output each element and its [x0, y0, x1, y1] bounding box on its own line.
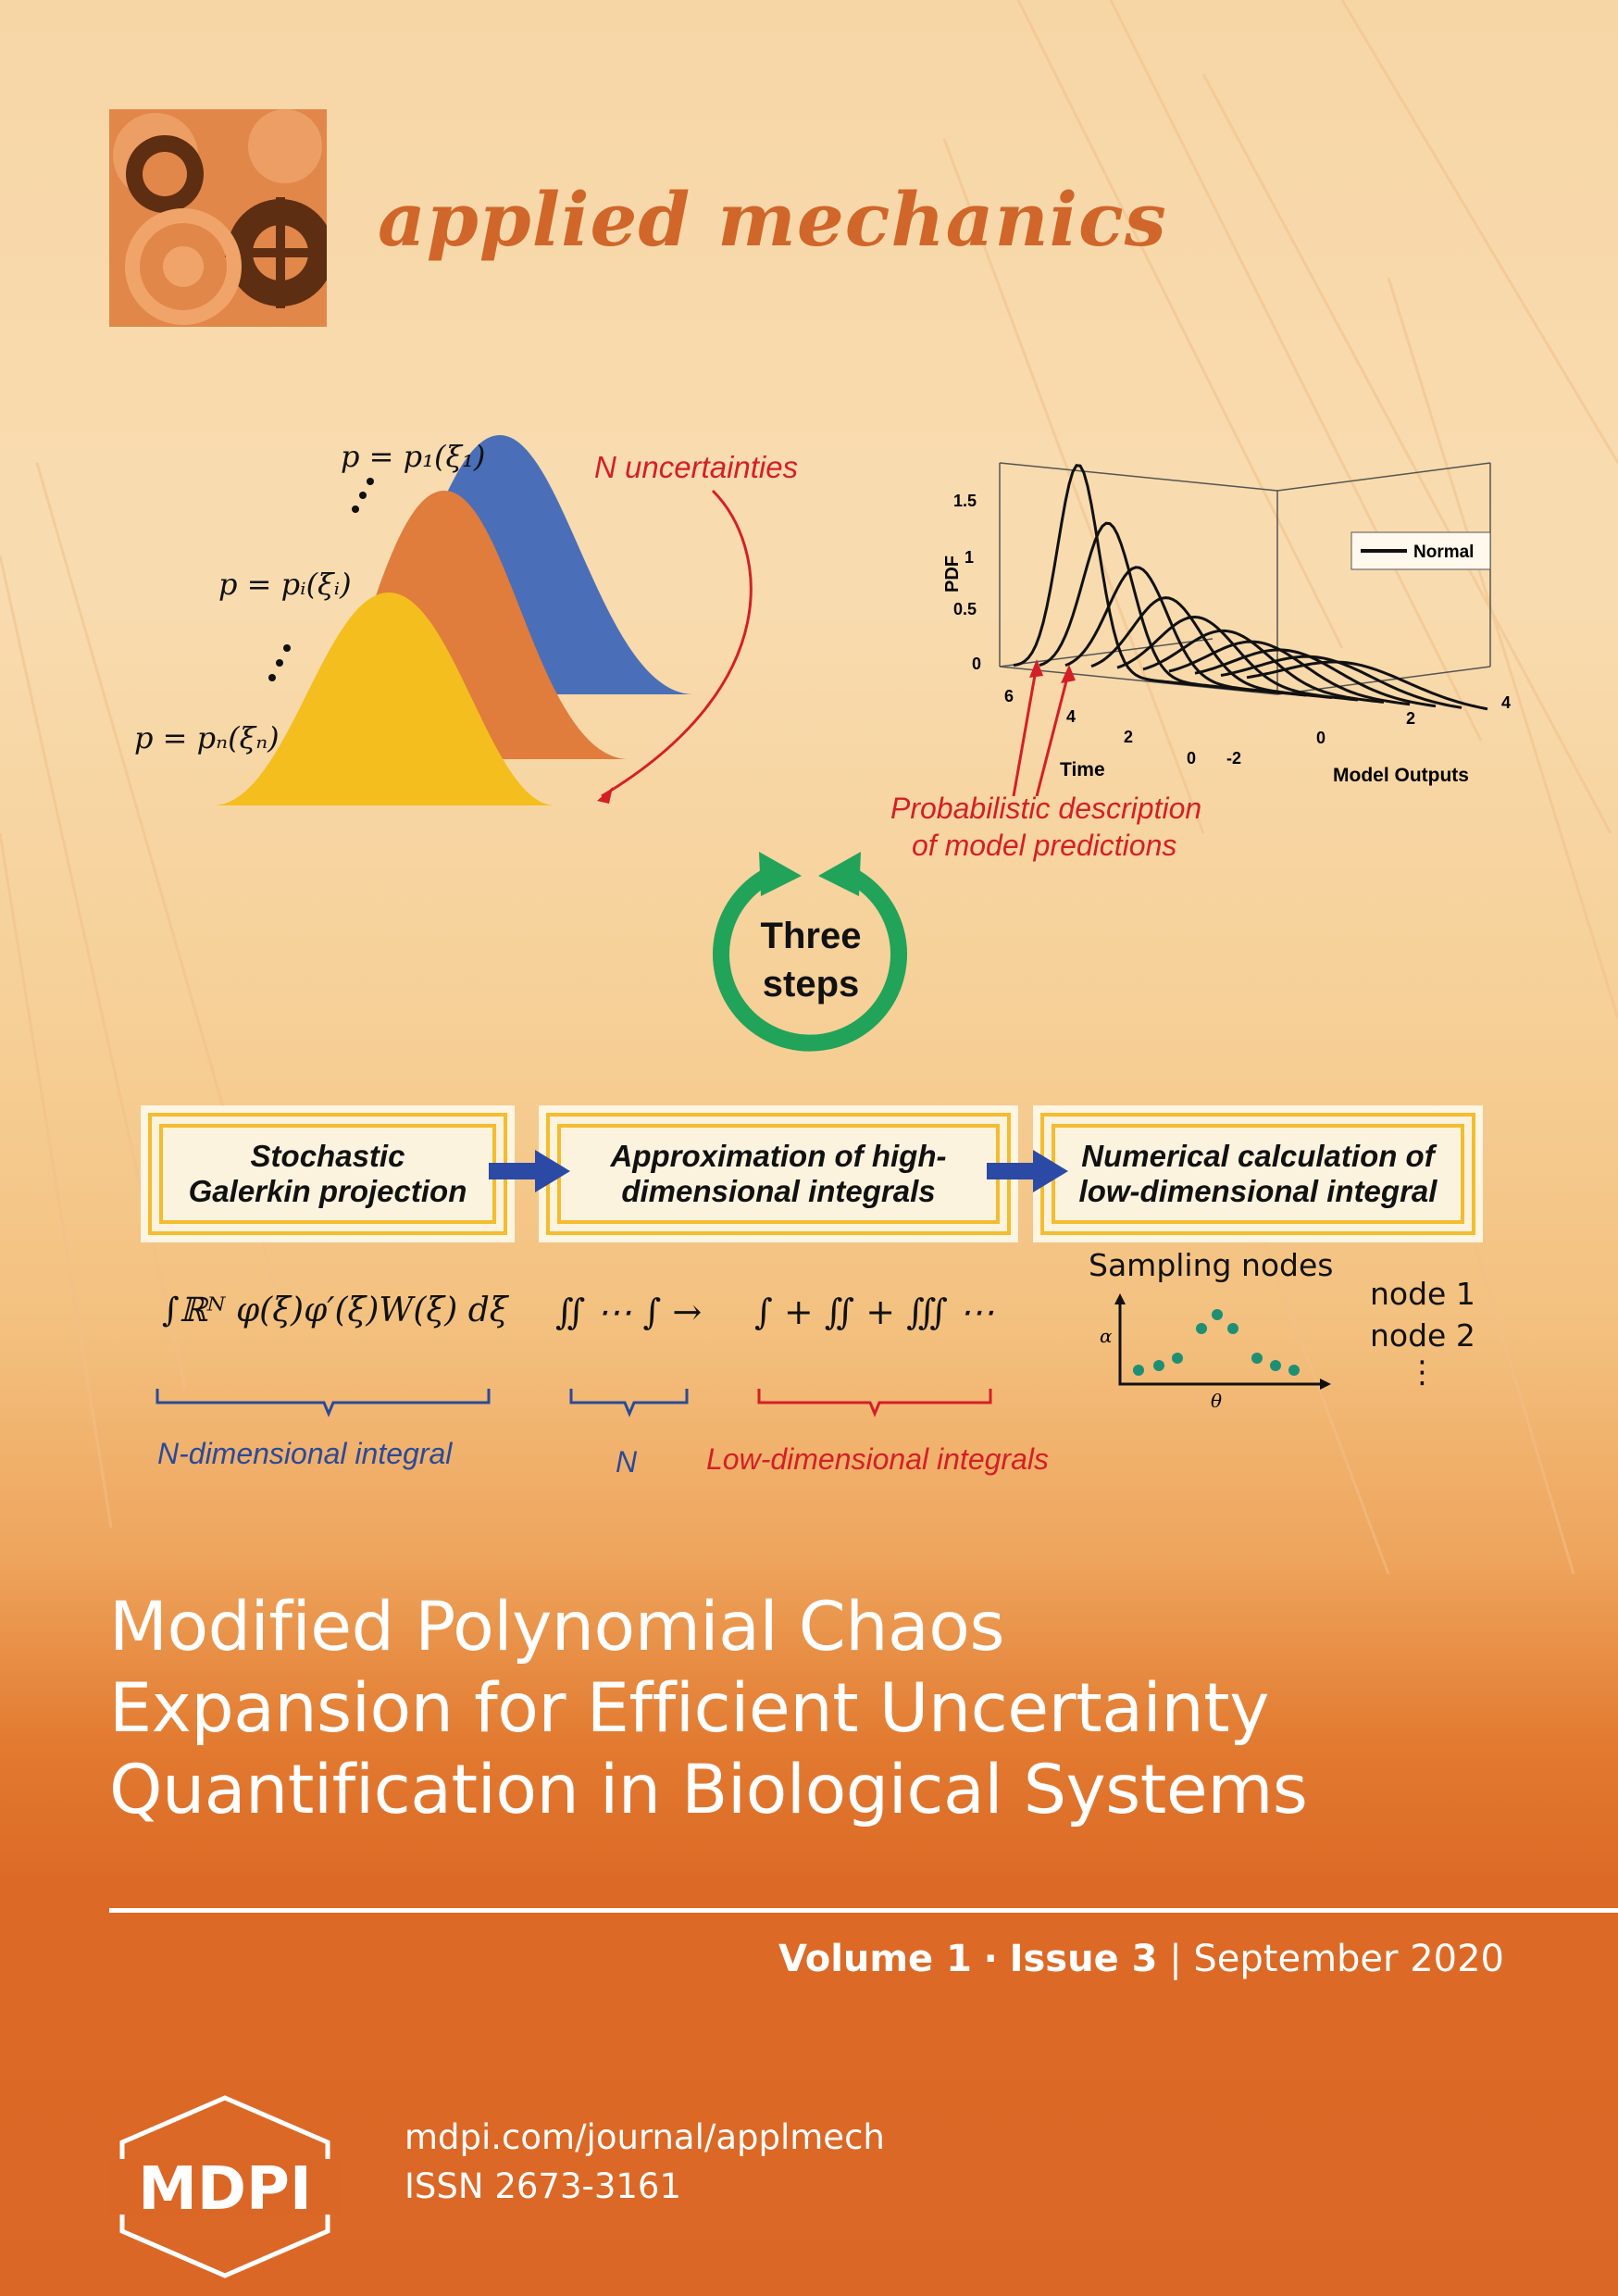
issue-date: September 2020 — [1193, 1938, 1504, 1980]
journal-logo-gears-icon — [109, 109, 327, 327]
pdf-curve — [1039, 521, 1281, 694]
article-title: Modified Polynomial Chaos Expansion for … — [109, 1587, 1553, 1831]
label-low-dimensional-integrals: Low-dimensional integrals — [706, 1442, 1049, 1476]
mdpi-logo-text: MDPI — [138, 2155, 312, 2224]
cycle-label: Three steps — [718, 912, 903, 1008]
step-1-line2: Galerkin projection — [188, 1174, 467, 1208]
formula-n-dim-integral: ∫ℝᴺ φ(ξ)φ′(ξ)W(ξ) dξ — [162, 1292, 508, 1329]
pdf-curve — [1116, 615, 1359, 702]
equation-first: p = p₁(ξ₁) — [341, 439, 486, 474]
x-tick-4: 4 — [1501, 693, 1511, 712]
z-tick-2: 4 — [1066, 707, 1076, 726]
label-n-dimensional-integral: N-dimensional integral — [157, 1437, 453, 1470]
step-3-line2: low-dimensional integral — [1078, 1174, 1438, 1208]
x-tick-1: -2 — [1226, 749, 1241, 767]
step-box-2: Approximation of high-dimensional integr… — [546, 1113, 1011, 1235]
y-tick-2: 1 — [965, 548, 974, 567]
cycle-line2: steps — [762, 964, 860, 1004]
node-1-label: node 1 — [1370, 1276, 1475, 1312]
journal-title: applied mechanics — [378, 176, 1167, 263]
sampling-title: Sampling nodes — [1089, 1247, 1334, 1283]
arrow-right-icon — [489, 1150, 570, 1192]
z-tick-3: 2 — [1124, 728, 1133, 746]
node-ellipsis: ⋮ — [1407, 1354, 1438, 1390]
annotation-n-uncertainties: N uncertainties — [594, 450, 799, 484]
chart-ylabel: PDF — [942, 555, 963, 593]
article-title-line2: Expansion for Efficient Uncertainty — [109, 1669, 1269, 1748]
date-separator: | — [1169, 1938, 1182, 1980]
sampling-nodes-plot: α θ — [1100, 1293, 1331, 1412]
cycle-arrow-icon — [713, 852, 907, 1052]
issue-line: Volume 1 · Issue 3 | September 2020 — [778, 1938, 1504, 1980]
y-tick-4: 0 — [972, 655, 981, 673]
formula-multi-integral: ∬ ⋯ ∫ → — [555, 1292, 703, 1332]
step-1-line1: Stochastic — [250, 1139, 405, 1173]
pdf-chart: Normal PDF 1.5 1 0.5 0 6 4 2 0 Time -2 0… — [942, 462, 1511, 796]
chart-annotation-line1: Probabilistic description — [890, 792, 1202, 825]
pdf-curve — [1064, 566, 1307, 697]
chart-annotation-line2: of model predictions — [912, 829, 1177, 862]
sampling-x-axis: θ — [1211, 1390, 1222, 1412]
pdf-curve — [1090, 596, 1333, 699]
issue-separator: · — [983, 1938, 998, 1980]
z-tick-4: 0 — [1187, 749, 1196, 767]
uncertainty-distributions-figure — [213, 435, 753, 805]
step-2-line2: dimensional integrals — [621, 1174, 936, 1208]
z-tick-1: 6 — [1004, 687, 1014, 705]
brace-group — [156, 1389, 992, 1417]
chart-zlabel: Time — [1060, 759, 1105, 780]
pdf-curve — [1194, 648, 1437, 708]
equation-middle: p = pᵢ(ξᵢ) — [218, 567, 352, 602]
arrow-right-icon — [987, 1150, 1068, 1192]
article-title-line1: Modified Polynomial Chaos — [109, 1588, 1004, 1666]
step-3-line1: Numerical calculation of — [1081, 1139, 1435, 1173]
label-n: N — [616, 1445, 638, 1479]
equation-last: p = pₙ(ξₙ) — [134, 720, 280, 755]
mdpi-logo-icon: MDPI — [109, 2095, 341, 2278]
issn: ISSN 2673-3161 — [404, 2166, 681, 2206]
cycle-line1: Three — [760, 916, 862, 956]
sampling-y-axis: α — [1100, 1325, 1113, 1347]
chart-legend: Normal — [1413, 543, 1474, 562]
pdf-curve — [1220, 655, 1462, 709]
issue-number: Issue 3 — [1009, 1938, 1158, 1980]
y-tick-3: 0.5 — [953, 600, 977, 618]
pdf-curve — [1246, 660, 1488, 711]
pdf-curve — [1168, 640, 1411, 706]
journal-url[interactable]: mdpi.com/journal/applmech — [404, 2117, 885, 2157]
step-2-line1: Approximation of high- — [610, 1139, 947, 1173]
volume: Volume 1 — [778, 1938, 972, 1980]
chart-xlabel: Model Outputs — [1333, 765, 1469, 786]
node-2-label: node 2 — [1370, 1317, 1475, 1354]
y-tick-1: 1.5 — [953, 492, 977, 510]
divider — [109, 1908, 1618, 1913]
formula-low-dim-sum: ∫ + ∬ + ∭ ⋯ — [754, 1292, 995, 1332]
x-tick-3: 2 — [1406, 709, 1415, 728]
article-title-line3: Quantification in Biological Systems — [109, 1751, 1308, 1829]
x-tick-2: 0 — [1316, 729, 1326, 747]
